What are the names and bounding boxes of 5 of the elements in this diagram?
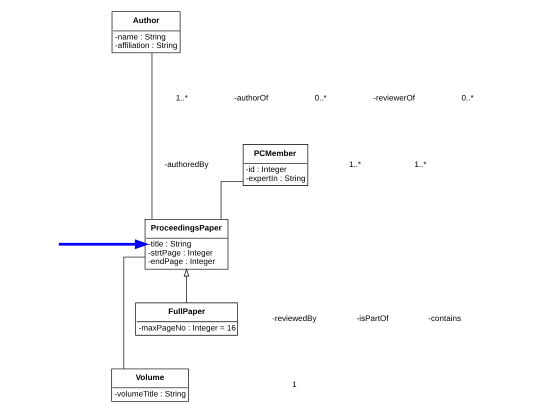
connector — [151, 52, 152, 220]
arrow — [183, 268, 189, 303]
connector — [220, 180, 243, 220]
connector — [123, 256, 145, 369]
arrow — [58, 238, 149, 249]
